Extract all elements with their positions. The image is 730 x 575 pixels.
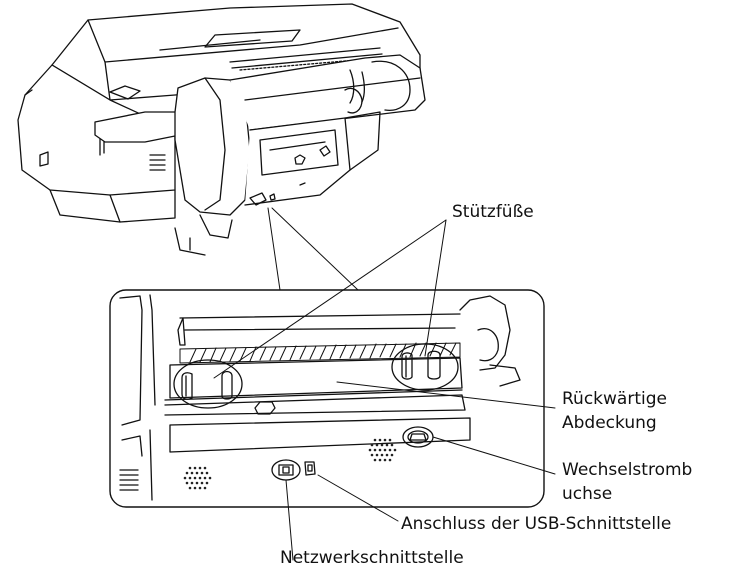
detail-view [109, 289, 545, 508]
label-usb-port: Anschluss der USB-Schnittstelle [401, 514, 672, 534]
leader-lines [213, 219, 556, 561]
vent-grille-left [183, 466, 212, 490]
zoom-line-right [271, 207, 359, 291]
label-network-port: Netzwerkschnittstelle [280, 548, 464, 568]
vent-grille-right [368, 438, 397, 462]
label-ac-inlet-line1: Wechselstromb [562, 460, 693, 480]
usb-port [304, 461, 316, 476]
label-rear-cover-line2: Abdeckung [562, 413, 657, 433]
support-feet-left-highlight [173, 359, 243, 409]
support-feet-right-highlight [391, 343, 459, 391]
zoom-line-left [267, 207, 281, 291]
support-bar-hatching [179, 342, 461, 364]
label-rear-cover-line1: Rückwärtige [562, 389, 667, 409]
label-ac-inlet-line2: uchse [562, 484, 613, 504]
printer-overview [17, 3, 426, 256]
label-support-feet: Stützfüße [452, 202, 534, 222]
